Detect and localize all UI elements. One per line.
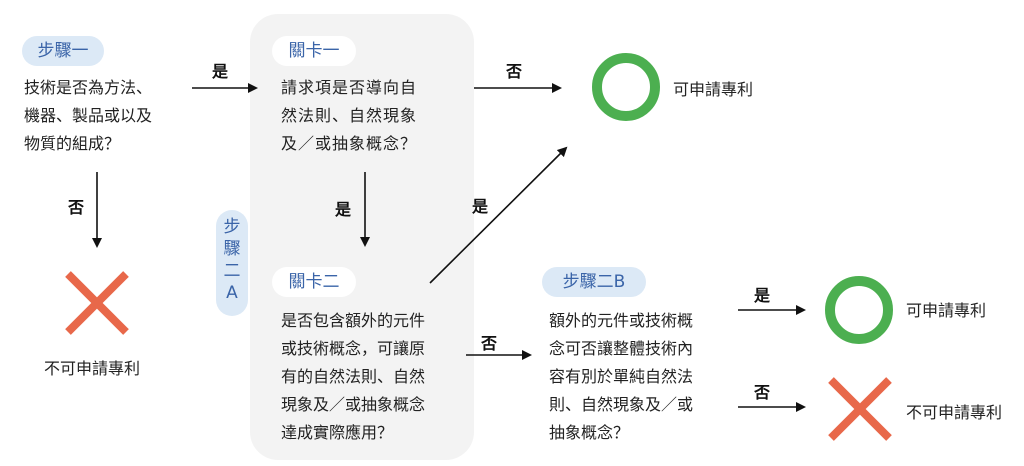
edge-label-gate1-no: 否 <box>506 62 523 81</box>
result-not-patentable-text: 不可申請專利 <box>44 359 141 378</box>
cross-icon <box>828 377 892 441</box>
step2b-question: 額外的元件或技術概 念可否讓整體技術內 容有別於單純自然法 則、自然現象及／或 … <box>549 311 694 442</box>
gate2-badge: 關卡二 <box>272 267 356 297</box>
step2b-badge: 步驟二B <box>542 267 646 297</box>
result-patentable-text: 可申請專利 <box>673 80 754 99</box>
result-not-patentable-text: 不可申請專利 <box>906 403 1003 422</box>
step2a-side-char: A <box>226 283 238 303</box>
step2a-side-char: 二 <box>223 261 241 281</box>
gate1-question: 請求項是否導向自 然法則、自然現象 及／或抽象概念？ <box>281 78 418 153</box>
edge-label-gate1-yes: 是 <box>335 200 352 219</box>
gate2-question: 是否包含額外的元件 或技術概念，可讓原 有的自然法則、自然 現象及／或抽象概念 … <box>281 311 426 442</box>
arrow-gate2-yes <box>429 146 568 284</box>
cross-icon <box>65 271 129 335</box>
edge-label-gate2-no: 否 <box>481 334 498 353</box>
step2a-side-char: 步 <box>223 217 241 237</box>
edge-label-step2b-yes: 是 <box>754 286 771 305</box>
step1-question: 技術是否為方法、 機器、製品或以及 物質的組成？ <box>24 78 153 153</box>
gate1-badge: 關卡一 <box>272 36 356 66</box>
edge-label-step2b-no: 否 <box>754 383 771 402</box>
edge-label-gate2-yes: 是 <box>472 197 489 216</box>
edge-label-step1-no: 否 <box>68 198 85 217</box>
result-patentable-text: 可申請專利 <box>906 301 987 320</box>
edge-label-step1-yes: 是 <box>212 62 229 81</box>
step2a-side-label: 步 驟 二 A <box>216 210 248 316</box>
step2a-side-char: 驟 <box>223 239 241 259</box>
step1-badge: 步驟一 <box>22 36 104 66</box>
circle-icon <box>592 53 660 121</box>
circle-icon <box>825 276 893 344</box>
